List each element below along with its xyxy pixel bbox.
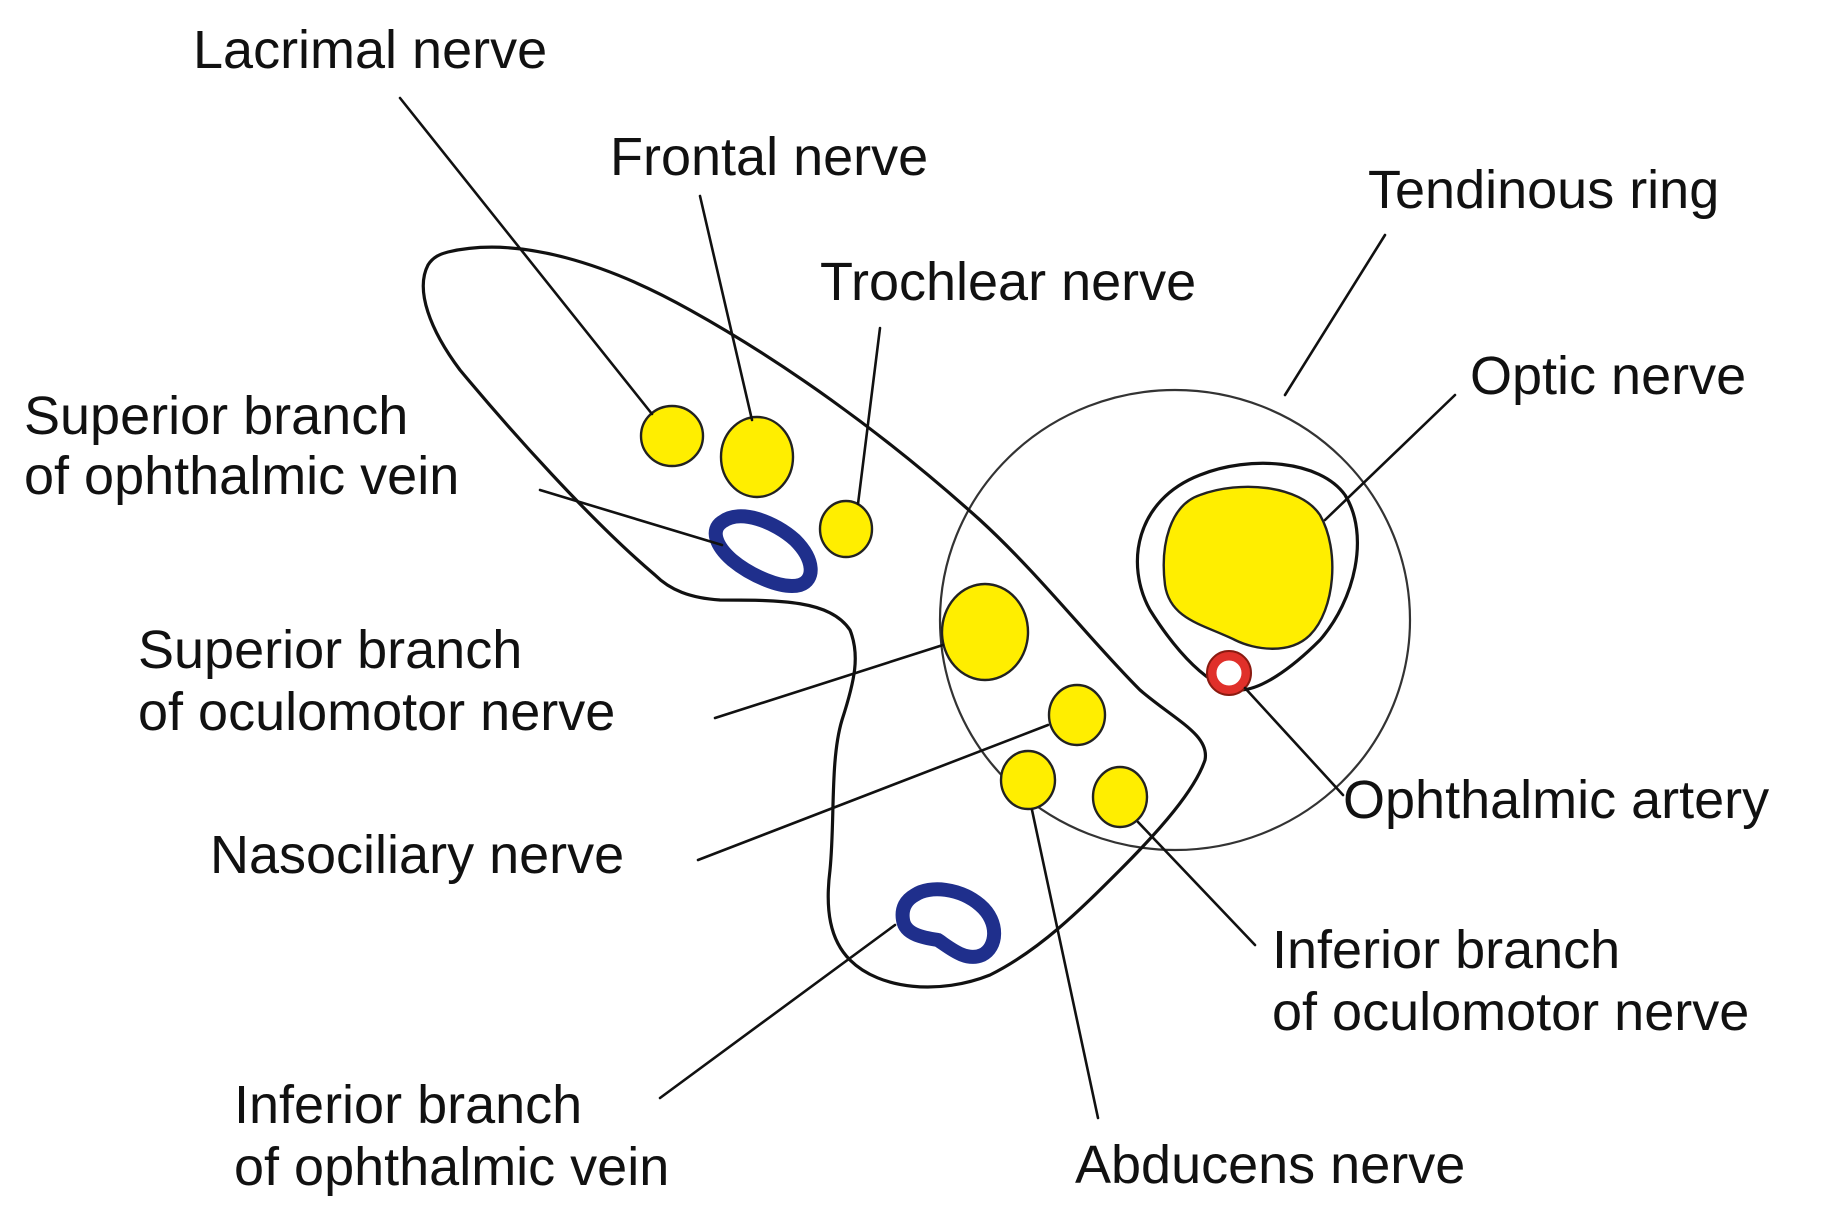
superior-oculomotor-nerve-dot xyxy=(940,582,1030,682)
label-inferior-ophthalmic-vein-line1: Inferior branch xyxy=(234,1075,582,1135)
label-frontal-nerve: Frontal nerve xyxy=(610,127,928,187)
label-tendinous-ring: Tendinous ring xyxy=(1368,160,1719,220)
label-superior-ophthalmic-vein-line2: of ophthalmic vein xyxy=(24,446,459,506)
nasociliary-leader xyxy=(696,723,1050,862)
ophthalmic-artery-ring xyxy=(1207,651,1251,695)
superior-oculomotor-leader xyxy=(713,643,945,720)
label-inferior-oculomotor-line1: Inferior branch xyxy=(1272,920,1620,980)
label-superior-ophthalmic-vein-line1: Superior branch xyxy=(24,386,408,446)
optic-nerve-shape xyxy=(1162,485,1334,650)
label-abducens-nerve: Abducens nerve xyxy=(1075,1135,1465,1195)
inferior-oculomotor-nerve-dot xyxy=(1091,765,1149,829)
label-superior-oculomotor-line1: Superior branch xyxy=(138,620,522,680)
label-superior-oculomotor-line2: of oculomotor nerve xyxy=(138,682,615,742)
inferior-ophthalmic-vein-ring xyxy=(895,882,1002,964)
label-ophthalmic-artery: Ophthalmic artery xyxy=(1343,770,1769,830)
tendinous-ring-leader xyxy=(1283,233,1387,397)
superior-orbital-fissure-outline xyxy=(421,245,1207,989)
frontal-nerve-dot xyxy=(719,415,795,499)
nasociliary-nerve-dot xyxy=(1047,683,1107,747)
label-inferior-oculomotor-line2: of oculomotor nerve xyxy=(1272,982,1749,1042)
label-nasociliary-nerve: Nasociliary nerve xyxy=(210,825,624,885)
lacrimal-leader xyxy=(398,96,654,416)
ophthalmic-artery-edge xyxy=(1206,650,1252,696)
label-inferior-ophthalmic-vein-line2: of ophthalmic vein xyxy=(234,1137,669,1197)
trochlear-nerve-dot xyxy=(818,499,874,559)
label-optic-nerve: Optic nerve xyxy=(1470,346,1746,406)
abducens-nerve-dot xyxy=(999,749,1057,811)
label-lacrimal-nerve: Lacrimal nerve xyxy=(193,20,547,80)
optic-canal-outline xyxy=(1135,461,1359,692)
abducens-leader xyxy=(1030,808,1100,1120)
superior-ophthalmic-vein-leader xyxy=(538,488,724,547)
lacrimal-nerve-dot xyxy=(639,404,705,468)
superior-ophthalmic-vein-ring xyxy=(708,509,818,593)
trochlear-leader xyxy=(856,326,882,506)
ophthalmic-artery-leader xyxy=(1243,686,1345,797)
frontal-leader xyxy=(698,194,754,422)
label-trochlear-nerve: Trochlear nerve xyxy=(820,252,1196,312)
optic-leader xyxy=(1323,393,1457,522)
inferior-oculomotor-leader xyxy=(1136,820,1257,947)
inferior-ophthalmic-vein-leader xyxy=(658,923,897,1100)
tendinous-ring xyxy=(938,388,1412,852)
